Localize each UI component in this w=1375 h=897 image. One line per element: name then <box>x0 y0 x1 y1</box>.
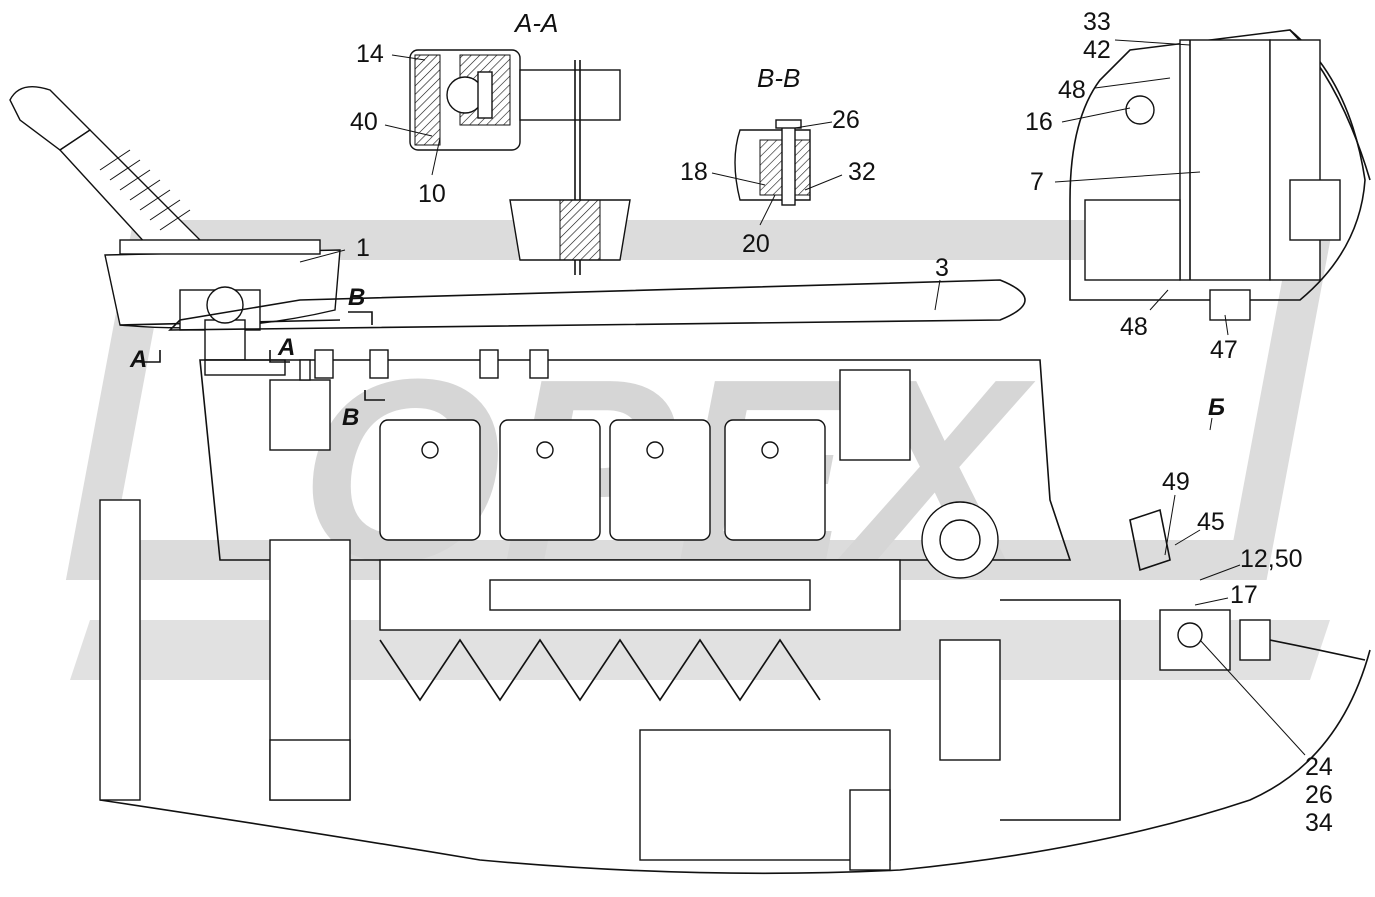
callout-48-top: 48 <box>1058 76 1086 104</box>
callout-33: 33 <box>1083 8 1111 36</box>
inset-view-b <box>1069 29 1366 321</box>
cut-label-b-lower: В <box>342 404 359 431</box>
engine-block <box>99 279 1366 871</box>
callout-24: 24 <box>1305 753 1333 781</box>
section-b-b <box>734 119 811 206</box>
callout-1: 1 <box>356 234 370 262</box>
callout-12-50: 12,50 <box>1240 545 1303 573</box>
cut-marker-b-upper <box>348 311 373 325</box>
callout-7: 7 <box>1030 168 1044 196</box>
callout-14: 14 <box>356 40 384 68</box>
view-label-b: Б <box>1208 394 1225 421</box>
callout-17: 17 <box>1230 581 1258 609</box>
callout-32: 32 <box>848 158 876 186</box>
cut-label-a-left: А <box>129 346 147 373</box>
callout-26-top: 26 <box>832 106 860 134</box>
callout-42: 42 <box>1083 36 1111 64</box>
callout-labels: 14 40 10 26 18 32 20 1 3 33 42 48 16 7 4… <box>350 8 1333 837</box>
callout-47: 47 <box>1210 336 1238 364</box>
section-label-a-a: А-А <box>513 8 558 38</box>
callout-3: 3 <box>935 254 949 282</box>
cut-marker-b-lower <box>364 390 385 401</box>
callout-20: 20 <box>742 230 770 258</box>
callout-45: 45 <box>1197 508 1225 536</box>
callout-34: 34 <box>1305 809 1333 837</box>
section-label-b-b: В-В <box>757 63 800 93</box>
callout-40: 40 <box>350 108 378 136</box>
callout-16: 16 <box>1025 108 1053 136</box>
gear-lever <box>9 86 341 376</box>
callout-49: 49 <box>1162 468 1190 496</box>
callout-26-bottom: 26 <box>1305 781 1333 809</box>
callout-18: 18 <box>680 158 708 186</box>
cut-marker-a-left <box>140 350 161 363</box>
section-labels: А-А В-В В В А А Б <box>129 8 1225 431</box>
cut-label-a-right: А <box>277 334 295 361</box>
cut-label-b-upper: В <box>348 284 365 311</box>
cut-marker-a-right <box>269 350 290 363</box>
section-a-a <box>409 49 631 275</box>
callout-10: 10 <box>418 180 446 208</box>
leader-lines <box>299 39 1306 756</box>
callout-48-bottom: 48 <box>1120 313 1148 341</box>
